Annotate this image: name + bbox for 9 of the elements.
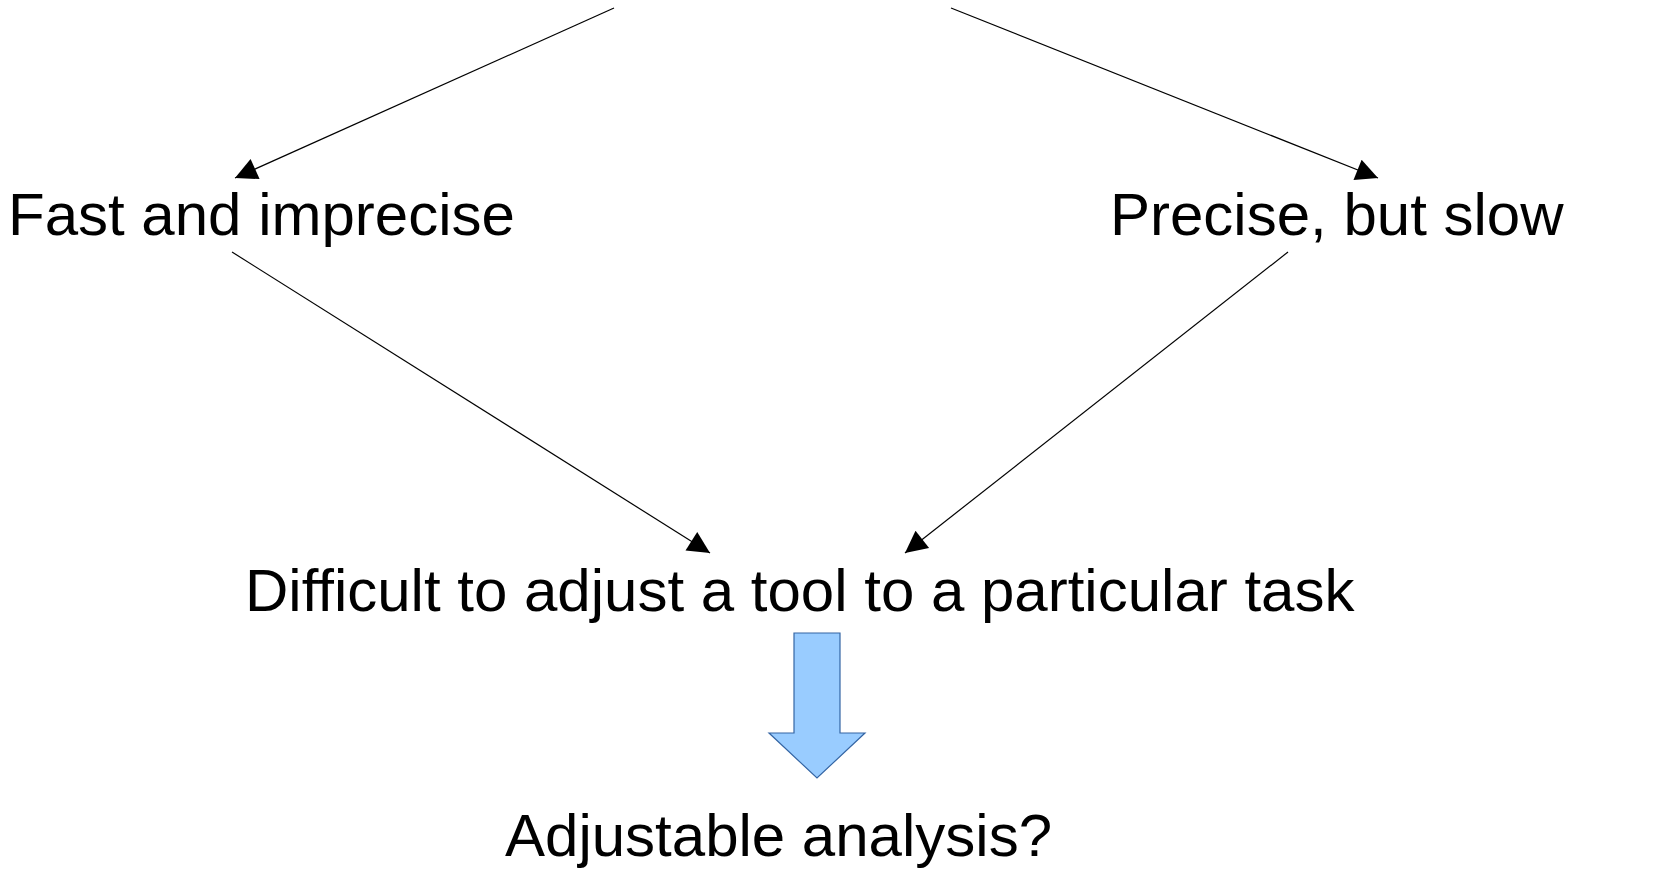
block-arrow	[767, 632, 867, 779]
arrow	[950, 7, 1379, 181]
arrow	[904, 251, 1289, 554]
arrow	[234, 7, 615, 180]
node-label: Fast and imprecise	[8, 180, 515, 250]
node-label: Adjustable analysis?	[505, 800, 1052, 872]
node-label: Difficult to adjust a tool to a particular task	[245, 555, 1355, 627]
node-label: Precise, but slow	[1110, 180, 1564, 250]
arrow	[231, 251, 711, 554]
